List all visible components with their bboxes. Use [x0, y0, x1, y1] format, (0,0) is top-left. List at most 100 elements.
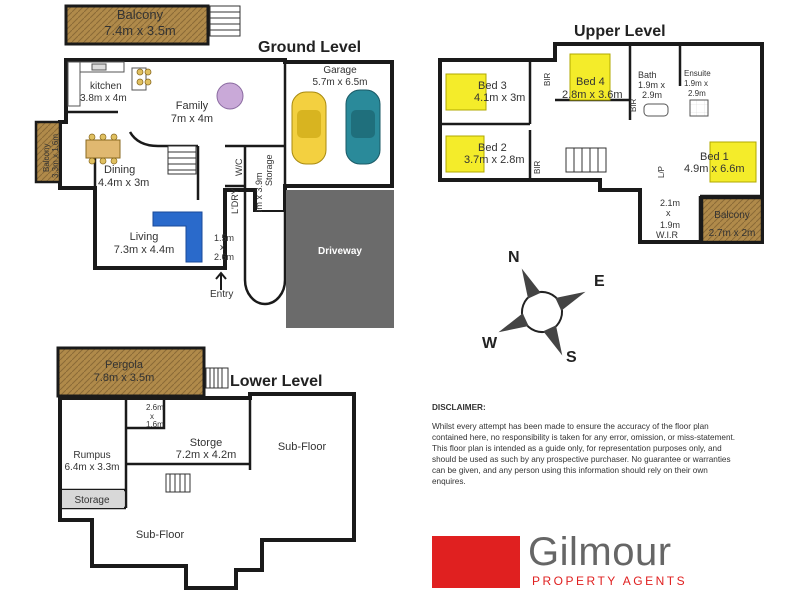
dining-size: 4.4m x 3m	[98, 177, 149, 189]
storage-strip	[62, 490, 124, 508]
balcony-side	[34, 120, 62, 184]
bed4-name: Bed 4	[576, 76, 605, 88]
storage-room-name: Storge	[190, 437, 222, 449]
bath-tub	[643, 103, 669, 117]
balcony-top	[64, 4, 210, 46]
pergola	[56, 346, 206, 398]
entry-label: Entry	[210, 289, 233, 300]
family-table	[216, 82, 244, 110]
family-size: 7m x 4m	[171, 113, 213, 125]
wir-name: W.I.R	[656, 230, 678, 240]
bed3-name: Bed 3	[478, 80, 507, 92]
subfloor-bottom: Sub-Floor	[136, 529, 185, 541]
garage-name: Garage	[323, 65, 357, 76]
dining-name: Dining	[104, 164, 135, 176]
lower-level: Pergola 7.8m x 3.5m Lower Level Rumpus 6…	[56, 346, 356, 590]
small-room-x: x	[150, 412, 154, 421]
disclaimer-heading: DISCLAIMER:	[432, 403, 486, 412]
wir-x: x	[666, 208, 671, 218]
storage-strip-label: Storage	[74, 495, 109, 506]
brand-logo: Gilmour PROPERTY AGENTS	[432, 530, 762, 592]
upper-balcony-name: Balcony	[714, 210, 750, 221]
compass-e: E	[594, 273, 605, 290]
brand-square	[432, 536, 520, 588]
ensuite-name: Ensuite	[684, 69, 711, 78]
ensuite-shower	[689, 99, 709, 117]
kitchen-size: 3.8m x 4m	[80, 93, 127, 104]
balcony-top-size: 7.4m x 3.5m	[104, 23, 176, 38]
compass-s: S	[566, 349, 577, 366]
entry-hall-x: x	[220, 242, 225, 252]
bed1-size: 4.9m x 6.6m	[684, 163, 745, 175]
ground-level-title: Ground Level	[258, 39, 361, 56]
bath-size-b: 2.9m	[642, 90, 662, 100]
storage-room-size: 7.2m x 4.2m	[176, 449, 237, 461]
disclaimer: DISCLAIMER: Whilst every attempt has bee…	[432, 402, 742, 487]
family-name: Family	[176, 100, 209, 112]
kitchen-name: kitchen	[90, 81, 122, 92]
compass-n: N	[508, 249, 520, 266]
lower-outline	[58, 392, 356, 590]
bed1-bed	[709, 141, 757, 183]
stairs	[209, 5, 241, 37]
compass-w: W	[482, 335, 498, 352]
car-teal	[345, 89, 381, 165]
wir-b: 1.9m	[660, 220, 680, 230]
ground-level: Balcony 7.4m x 3.5m Ground Level	[34, 4, 394, 328]
upper-balcony	[700, 196, 764, 244]
pergola-name: Pergola	[105, 359, 144, 371]
ensuite-size-a: 1.9m x	[684, 79, 708, 88]
stairs	[167, 145, 197, 175]
bed3-bed	[445, 73, 487, 111]
entry-arrow	[215, 271, 227, 290]
lower-level-title: Lower Level	[230, 373, 322, 390]
lp-label: L/P	[657, 166, 666, 178]
brand-name: Gilmour	[528, 530, 672, 574]
bath-name: Bath	[638, 70, 657, 80]
bed2-size: 3.7m x 2.8m	[464, 154, 525, 166]
rumpus-name: Rumpus	[73, 450, 110, 461]
upper-level: Upper Level Bed 3 4.1m x 3m BIR Bed 4 2.…	[438, 23, 764, 244]
upper-level-title: Upper Level	[574, 23, 666, 40]
ensuite-size-b: 2.9m	[688, 89, 706, 98]
subfloor-right: Sub-Floor	[278, 441, 327, 453]
bath-size-a: 1.9m x	[638, 80, 666, 90]
kitchen-stools	[136, 68, 152, 86]
car-yellow	[291, 91, 327, 165]
driveway-label: Driveway	[318, 246, 362, 257]
entry-hall-a: 1.5m	[214, 233, 234, 243]
bir-label-3: BIR	[533, 160, 542, 174]
compass	[498, 268, 586, 356]
driveway	[286, 190, 394, 328]
stairs	[205, 367, 229, 389]
balcony-top-name: Balcony	[117, 7, 164, 22]
small-room-b: 1.6m	[146, 420, 164, 429]
entry-hall-b: 2.6m	[214, 252, 234, 262]
bed1-name: Bed 1	[700, 151, 729, 163]
laundry-size: 1.9m x 3.9m	[254, 172, 264, 222]
bed4-bed	[569, 53, 611, 101]
living-sofa	[152, 211, 203, 263]
disclaimer-body: Whilst every attempt has been made to en…	[432, 422, 736, 486]
laundry-name: L'DRY	[230, 188, 240, 214]
brand-sub: PROPERTY AGENTS	[532, 574, 688, 588]
wc-label: W/C	[234, 158, 244, 176]
bed2-bed	[445, 135, 485, 173]
stairs	[165, 473, 191, 493]
bir-label-2: BIR	[629, 98, 638, 112]
bir-label: BIR	[543, 72, 552, 86]
balcony-side-name: Balcony	[42, 144, 51, 172]
balcony-side-size: 3.3m x 1.6m	[51, 134, 60, 178]
small-room-a: 2.6m	[146, 403, 164, 412]
stairs	[565, 147, 607, 173]
wir-a: 2.1m	[660, 198, 680, 208]
upper-balcony-size: 2.7m x 2m	[709, 228, 756, 239]
living-name: Living	[130, 231, 159, 243]
pergola-size: 7.8m x 3.5m	[94, 372, 155, 384]
living-size: 7.3m x 4.4m	[114, 244, 175, 256]
bed3-size: 4.1m x 3m	[474, 92, 525, 104]
bed2-name: Bed 2	[478, 142, 507, 154]
garage-size: 5.7m x 6.5m	[312, 77, 367, 88]
bed4-size: 2.8m x 3.6m	[562, 89, 623, 101]
